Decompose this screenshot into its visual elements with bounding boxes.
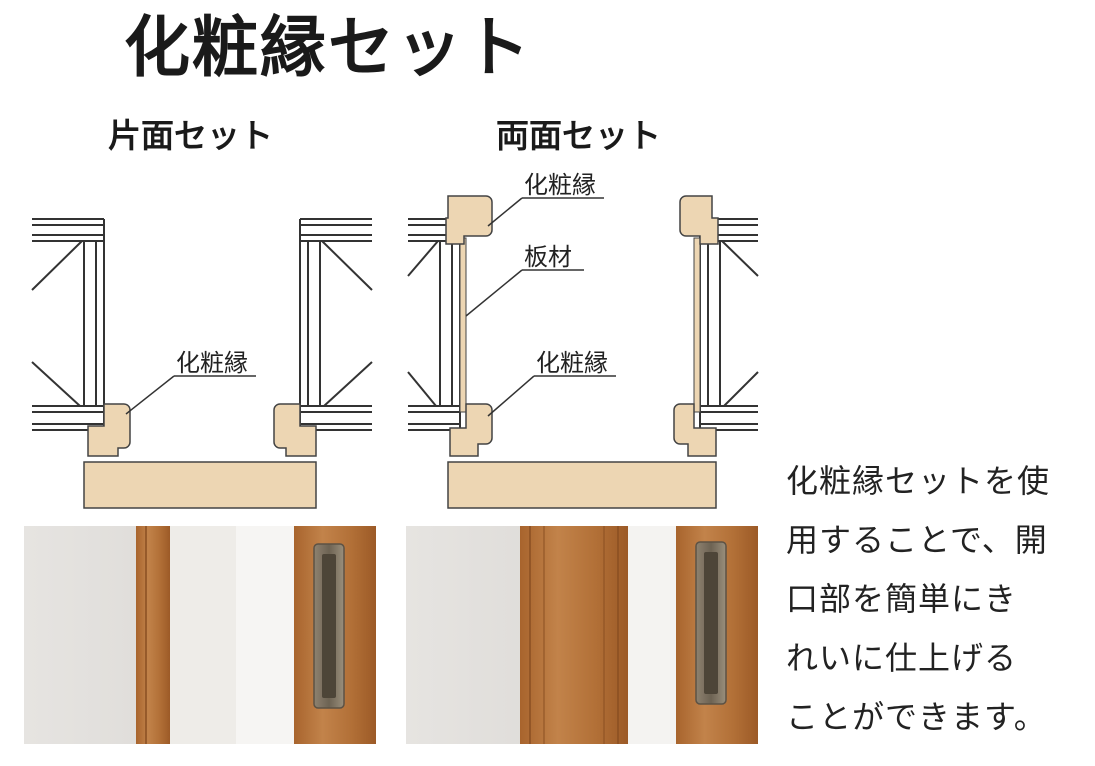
left-trim-piece-1 — [87, 403, 131, 457]
left-wall-left — [31, 218, 105, 431]
left-panel-heading: 片面セット — [108, 116, 273, 155]
right-trim-top-left — [445, 195, 493, 245]
right-wall-right — [699, 218, 759, 431]
right-board-label: 板材 — [524, 243, 572, 271]
right-trim-top-label: 化粧縁 — [524, 171, 596, 199]
left-trim-label: 化粧縁 — [176, 349, 248, 377]
right-trim-top-right — [679, 195, 719, 245]
description-text: 化粧縁セットを使 用することで、開 口部を簡単にき れいに仕上げる ことができま… — [786, 462, 1051, 736]
right-panel-heading: 両面セット — [496, 116, 661, 155]
right-trim-bottom-left — [449, 403, 493, 457]
right-door-leaf — [447, 461, 717, 509]
right-photo — [406, 526, 758, 744]
right-wall-left — [407, 218, 461, 431]
right-trim-bottom-right — [673, 403, 717, 457]
left-trim-piece-2 — [273, 403, 317, 457]
left-wall-right — [299, 218, 373, 431]
right-board-strip-left — [459, 237, 467, 413]
right-board-strip-right — [693, 237, 701, 413]
page-title: 化粧縁セット — [124, 9, 532, 86]
left-cross-section — [31, 218, 373, 431]
right-trim-bottom-label: 化粧縁 — [536, 349, 608, 377]
left-photo — [24, 526, 376, 744]
left-door-leaf — [83, 461, 317, 509]
